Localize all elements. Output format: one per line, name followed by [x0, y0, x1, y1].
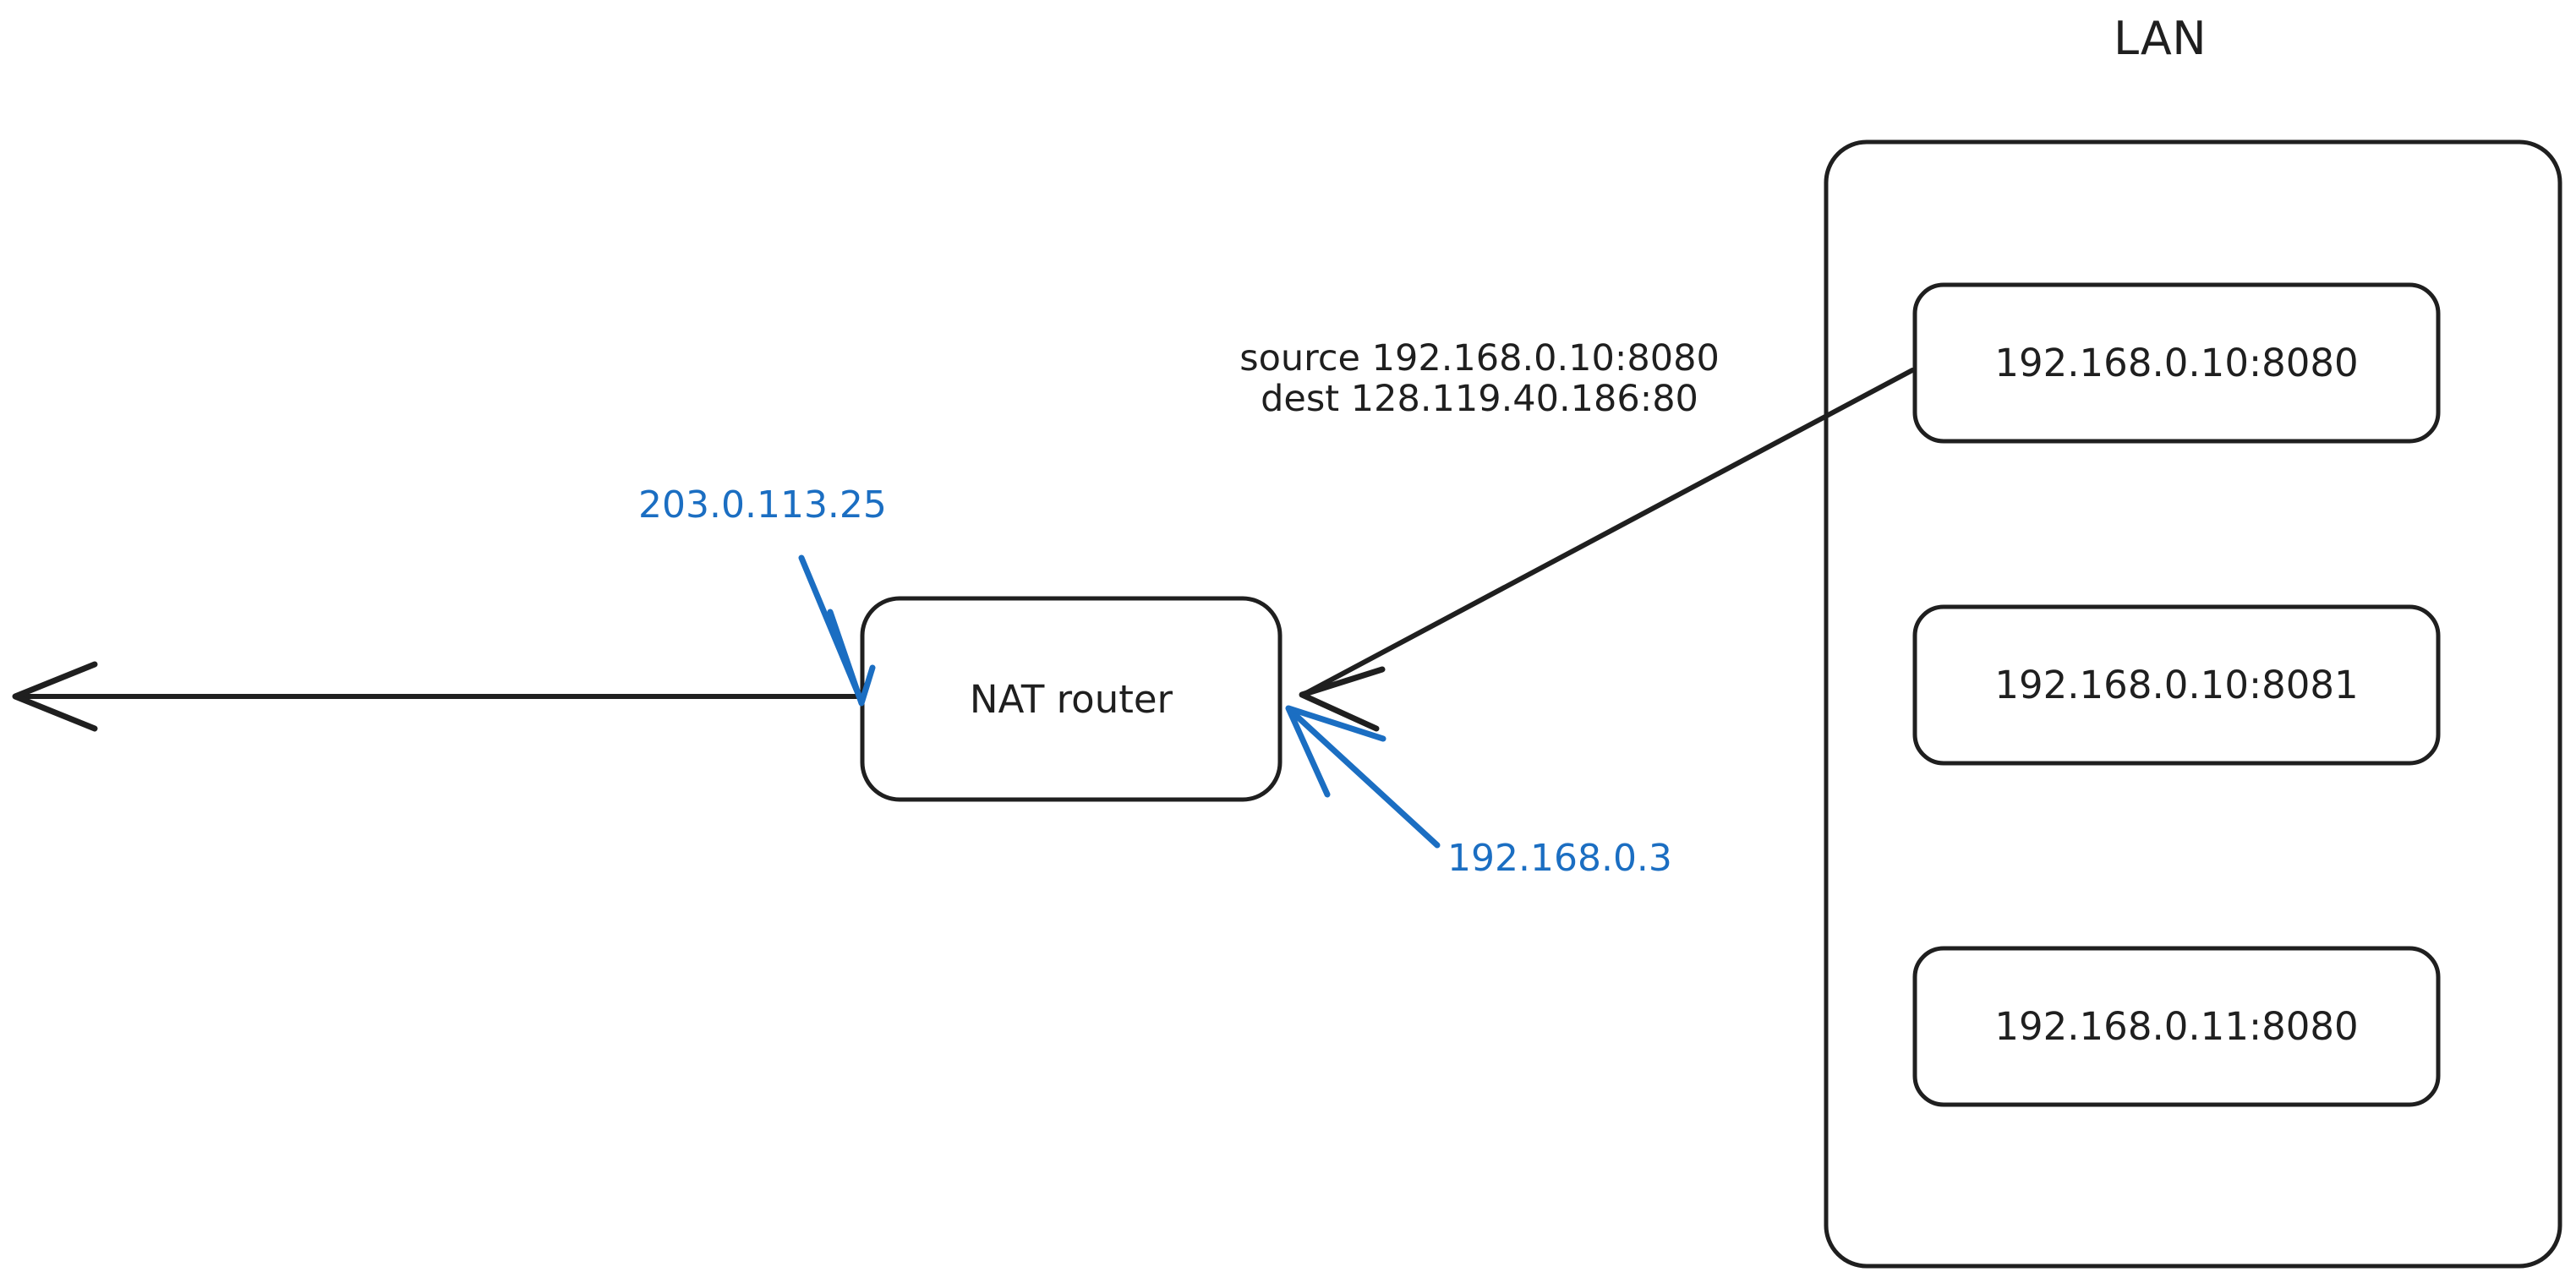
host-box-3[interactable]	[1912, 946, 2441, 1107]
lan-address-pointer	[1285, 705, 1441, 849]
host-box-2[interactable]	[1912, 604, 2441, 766]
packet-source-line: source 192.168.0.10:8080	[1239, 337, 1720, 379]
wan-address-label: 203.0.113.25	[638, 483, 887, 527]
lan-title: LAN	[2114, 12, 2207, 65]
packet-annotation: source 192.168.0.10:8080 dest 128.119.40…	[1200, 338, 1758, 419]
wan-uplink-arrow	[12, 661, 862, 732]
wan-address-pointer	[798, 554, 876, 707]
host-box-1[interactable]	[1912, 282, 2441, 444]
wan-uplink-arrowhead	[12, 661, 98, 732]
lan-address-label: 192.168.0.3	[1447, 837, 1672, 880]
lan-address-arrowhead	[1285, 705, 1386, 798]
host-to-router-arrow	[1299, 368, 1915, 732]
host-to-router-arrowhead	[1299, 666, 1386, 732]
nat-router-box[interactable]	[860, 596, 1283, 802]
wan-address-arrowhead	[827, 609, 876, 707]
packet-dest-line: dest 128.119.40.186:80	[1261, 378, 1698, 421]
lan-container-box	[1824, 139, 2562, 1269]
